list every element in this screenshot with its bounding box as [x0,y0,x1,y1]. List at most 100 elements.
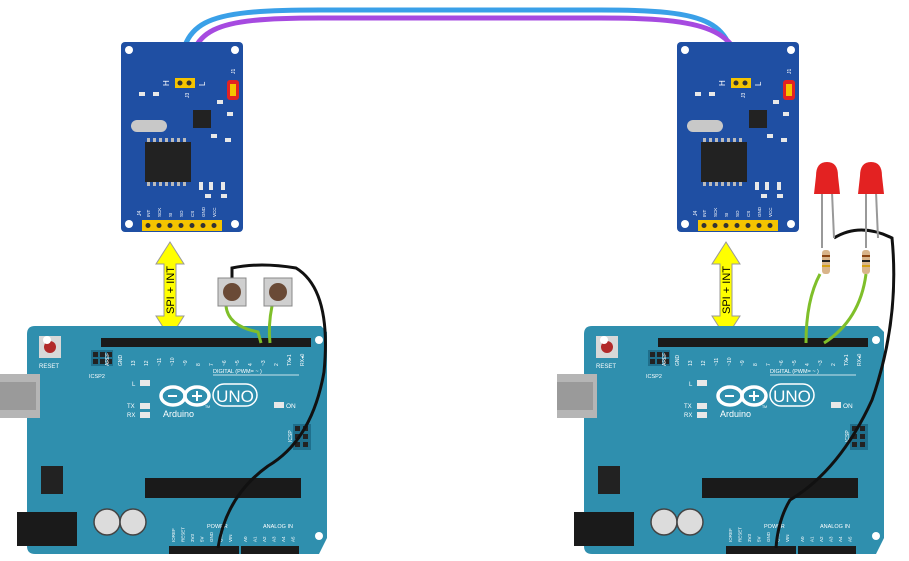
digital-pin-label: ~10 [727,357,733,366]
digital-pin-label: 7 [209,363,215,366]
power-pin-label: GND [766,531,771,542]
module-pin-label: GND [757,206,762,217]
digital-pin-label: ~3 [818,360,824,366]
digital-label: DIGITAL (PWM= ~ ) [770,369,819,375]
analog-pin-label: A2 [262,536,267,542]
power-pin-label: IOREF [171,528,176,542]
can-bus-wires [177,7,746,85]
analog-label: ANALOG IN [263,524,293,530]
jumper-id-label: J1 [231,69,237,75]
digital-pin-label: ~10 [170,357,176,366]
reset-label: RESET [596,364,616,370]
digital-pin-label: ~5 [235,360,241,366]
power-pin-label: 5V [757,536,762,542]
brand-label: Arduino [163,409,194,419]
digital-pin-label: 4 [805,363,811,366]
right-leds [774,162,896,549]
digital-pin-label: 13 [131,360,137,366]
digital-pin-label: GND [118,355,124,367]
power-pin-label: VIN [228,534,233,542]
button-gnd-wire [216,263,327,549]
power-pin-label: IOREF [728,528,733,542]
digital-pin-label: 4 [248,363,254,366]
power-pin-label: VIN [785,534,790,542]
reset-label: RESET [39,364,59,370]
arduino-logo-icon [716,385,768,407]
jumper-id-label: J1 [787,69,793,75]
analog-pin-label: A2 [819,536,824,542]
digital-pin-label: 8 [753,363,759,366]
led-1-wire [804,273,822,344]
power-pin-label: RESET [738,527,743,542]
button-2-wire [267,305,274,344]
power-pin-label: GND [209,531,214,542]
digital-pin-label: TX▸1 [287,354,293,366]
left-push-buttons [216,263,327,549]
digital-pin-label: ~11 [714,358,720,366]
power-pin-label: RESET [181,527,186,542]
jumper-l-label: L [198,81,207,86]
module-pin-label: SO [179,210,184,217]
led-1 [814,162,840,274]
jumper-h-label: H [162,80,171,86]
module-pin-label: VCC [212,207,217,217]
digital-pin-label: 2 [274,363,280,366]
module-pin-label: SO [735,210,740,217]
digital-pin-label: 12 [144,360,150,366]
digital-pin-label: 12 [701,360,707,366]
analog-pin-label: A5 [848,536,853,542]
module-pin-label: CS [746,211,751,217]
header-id-label: J3 [185,93,191,99]
icsp-label: ICSP [845,430,851,442]
led-on-label: ON [843,403,853,410]
j4-label: J4 [693,211,699,217]
push-button-2 [263,277,293,307]
led-tx-label: TX [684,404,692,410]
power-pin-label: 3V3 [747,533,752,542]
analog-pin-label: A3 [829,536,834,542]
icsp2-label: ICSP2 [89,374,105,380]
analog-pin-label: A3 [272,536,277,542]
analog-pin-label: A0 [243,536,248,542]
digital-pin-label: ~5 [792,360,798,366]
digital-label: DIGITAL (PWM= ~ ) [213,369,262,375]
module-pin-label: SCK [713,208,718,217]
module-pin-label: INT [146,210,151,218]
button-1-wire [224,305,263,344]
digital-pin-label: 8 [196,363,202,366]
digital-pin-label: RX◂0 [857,354,863,366]
j4-label: J4 [137,211,143,217]
led-on-label: ON [286,403,296,410]
power-pin-label: 3V3 [190,533,195,542]
led-gnd-wire [774,228,896,549]
led-rx-label: RX [127,413,135,419]
digital-pin-label: 13 [688,360,694,366]
push-button-1 [217,277,247,307]
power-label: POWER [207,524,228,530]
digital-pin-label: TX▸1 [844,354,850,366]
jumper-l-label: L [754,81,763,86]
led-tx-label: TX [127,404,135,410]
jumper-h-label: H [718,80,727,86]
power-label: POWER [764,524,785,530]
digital-pin-label: 2 [831,363,837,366]
led-l-label: L [132,382,136,388]
digital-pin-label: ~6 [222,360,228,366]
icsp-label: ICSP [288,430,294,442]
digital-pin-label: RX◂0 [300,354,306,366]
model-label: UNO [216,387,254,406]
right-spi-arrow: SPI + INT [711,241,741,339]
module-pin-label: SI [724,213,729,217]
module-pin-label: GND [201,206,206,217]
digital-pin-label: 7 [766,363,772,366]
module-pin-label: CS [190,211,195,217]
icsp2-label: ICSP2 [646,374,662,380]
analog-pin-label: A0 [800,536,805,542]
digital-pin-label: AREF [105,353,111,366]
spi-int-label: SPI + INT [165,266,177,314]
module-pin-label: VCC [768,207,773,217]
